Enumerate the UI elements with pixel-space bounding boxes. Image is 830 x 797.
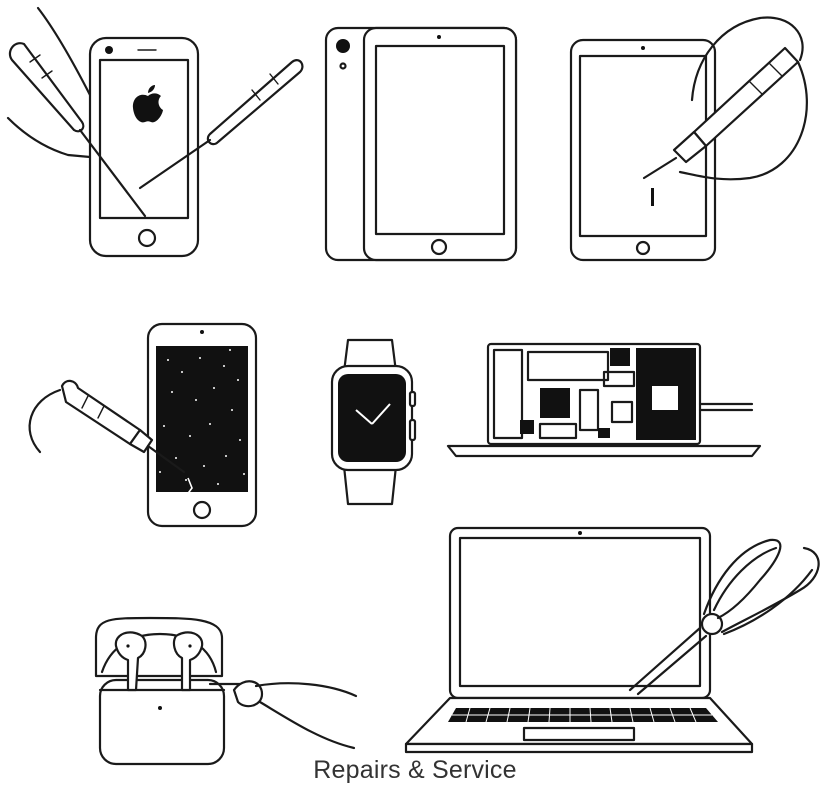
- smartwatch-icon: [330, 338, 417, 506]
- phone-with-screwdrivers: [6, 6, 304, 258]
- home-button: [430, 238, 448, 256]
- screwdriver-icon: [138, 59, 304, 190]
- tablet-device: [324, 26, 518, 262]
- home-button: [137, 228, 157, 248]
- caption-text: Repairs & Service: [313, 756, 517, 784]
- cracked-screen: [156, 346, 248, 492]
- phone-cracked-screen: [28, 322, 258, 528]
- logic-board: [446, 342, 762, 458]
- hand-outline: [6, 116, 92, 159]
- keyboard-icon: [448, 707, 718, 723]
- apple-logo-icon: [132, 85, 163, 123]
- laptop-with-pliers: [404, 526, 820, 754]
- home-button: [192, 500, 212, 520]
- pliers-icon: [208, 680, 358, 750]
- soldering-iron-icon: [60, 379, 186, 474]
- screwdriver-icon: [8, 42, 147, 218]
- earbud-icon: [114, 631, 147, 692]
- soldering-iron-icon: [642, 46, 800, 180]
- phone-body: [88, 36, 200, 258]
- pliers-icon: [628, 538, 820, 696]
- earbuds-case-with-pliers: [94, 616, 358, 766]
- home-button: [635, 240, 651, 256]
- earbud-icon: [172, 631, 204, 692]
- tablet-with-soldering-iron: [569, 16, 808, 262]
- phone-screen: [98, 58, 190, 220]
